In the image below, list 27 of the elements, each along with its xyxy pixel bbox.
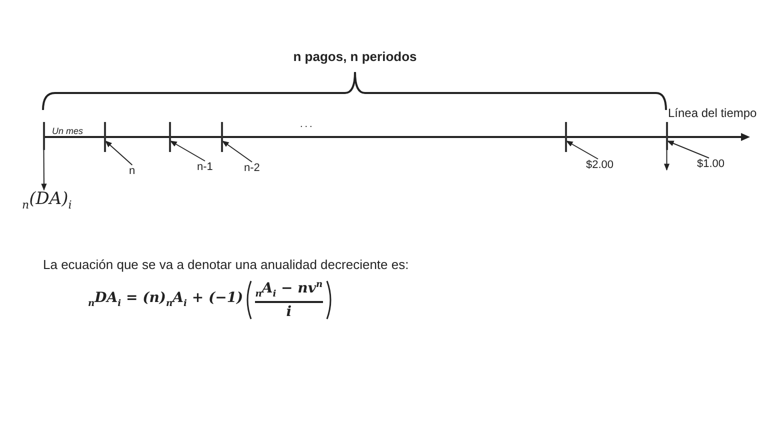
leader-line: [222, 140, 252, 162]
payment-label: $1.00: [697, 158, 725, 170]
fraction-denominator: i: [286, 304, 292, 320]
leader-line: [666, 140, 710, 158]
tick-mark: [104, 122, 106, 152]
fraction-numerator: $_{n}$A$_{i}$ − nv$^{n}$: [255, 280, 323, 300]
payment-label: n-2: [244, 162, 260, 174]
payment-label: n-1: [197, 161, 213, 174]
axis-label: Línea del tiempo: [668, 107, 757, 121]
payment-label: $2.00: [586, 159, 614, 172]
present-value-symbol: $_{n}$(DA)$_{i}$: [22, 190, 72, 212]
tick-mark: [221, 122, 222, 152]
leader-line: [170, 140, 206, 162]
arrow: [664, 150, 670, 171]
payment-label: n: [129, 165, 136, 178]
tick-mark: [169, 122, 170, 152]
period-label: Un mes: [52, 126, 84, 136]
tick-mark: [666, 122, 668, 150]
equation-intro: La ecuación que se va a denotar una anualidad decreciente es:: [43, 258, 409, 273]
leader-line: [104, 140, 133, 166]
formula-text: $_{n}$DA$_{i}$ = (n)$_{n}$A$_{i}$ + (−1): [88, 291, 244, 310]
tick-mark: [565, 122, 566, 152]
tick-mark: [43, 122, 44, 150]
arrow: [41, 150, 47, 191]
ellipsis: ...: [300, 119, 314, 130]
brace-label: n pagos, n periodos: [293, 50, 417, 65]
leader-line: [566, 140, 598, 160]
